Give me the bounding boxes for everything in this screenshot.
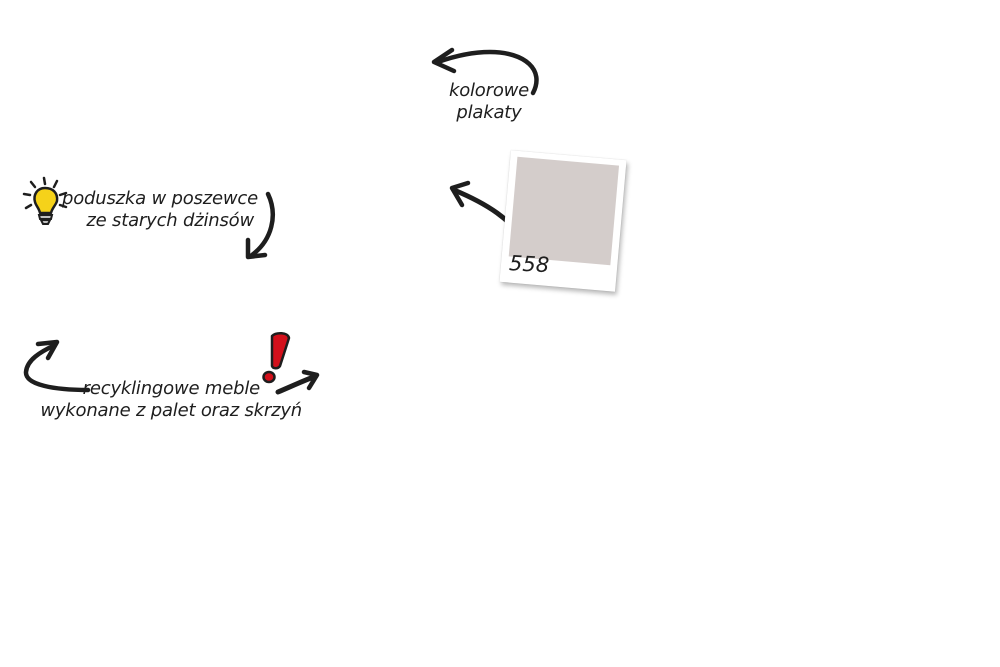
note-line: plakaty xyxy=(456,102,522,123)
arrow-furniture-left xyxy=(23,339,91,393)
arrow-furniture-right xyxy=(275,369,320,395)
color-swatch-chip xyxy=(508,156,620,266)
note-line: wykonane z palet oraz skrzyń xyxy=(40,400,302,421)
note-line: recyklingowe meble xyxy=(82,378,261,399)
note-line: kolorowe xyxy=(448,80,530,101)
note-pillow: poduszka w poszewce ze starych dżinsów xyxy=(62,188,258,232)
note-line: ze starych dżinsów xyxy=(86,210,254,231)
note-furniture: recyklingowe meble wykonane z palet oraz… xyxy=(40,378,302,422)
note-colorful-posters: kolorowe plakaty xyxy=(433,80,545,124)
lightbulb-icon xyxy=(22,176,68,225)
color-swatch-code: 558 xyxy=(508,251,550,278)
arrow-pillow xyxy=(245,191,275,260)
arrow-to-posters xyxy=(431,47,539,96)
color-swatch-card: 558 xyxy=(499,150,627,292)
exclamation-icon xyxy=(262,332,291,384)
note-line: poduszka w poszewce xyxy=(62,188,258,209)
